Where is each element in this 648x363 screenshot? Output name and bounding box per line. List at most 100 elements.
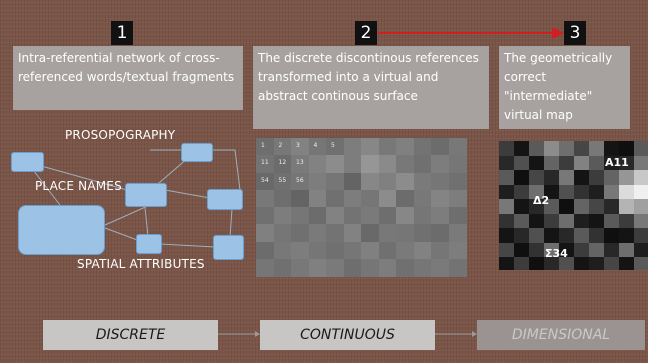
map-cell — [559, 257, 575, 270]
map-cell — [574, 242, 590, 258]
map-cell — [514, 155, 530, 171]
surface-cell — [308, 172, 327, 191]
map-cell — [499, 242, 515, 258]
grid-cell-label: 3 — [296, 142, 300, 149]
surface-cell — [448, 258, 467, 277]
map-cell — [559, 242, 575, 258]
surface-cell — [413, 241, 432, 260]
grid-cell-label: 55 — [278, 176, 287, 184]
map-cell — [544, 155, 560, 171]
map-cell — [514, 141, 530, 156]
map-cell — [574, 213, 590, 229]
surface-cell — [448, 155, 467, 173]
surface-cell — [378, 155, 397, 173]
map-cell — [529, 141, 545, 156]
map-cell — [619, 213, 635, 229]
surface-cell — [273, 172, 292, 191]
surface-cell — [256, 172, 274, 191]
surface-cell — [431, 258, 449, 277]
map-cell — [514, 199, 530, 214]
surface-cell — [431, 241, 449, 260]
network-node — [213, 235, 244, 260]
surface-cell — [431, 138, 449, 156]
grid-cell-label: 54 — [261, 176, 269, 184]
map-cell — [499, 257, 515, 270]
map-cell — [559, 170, 575, 185]
surface-cell — [448, 172, 467, 191]
map-cell — [514, 170, 530, 185]
map-cell — [619, 242, 635, 258]
map-cell — [529, 155, 545, 171]
surface-cell — [361, 138, 379, 156]
map-cell — [544, 184, 560, 200]
network-node — [136, 234, 162, 254]
map-cell — [574, 184, 590, 200]
surface-cell — [308, 224, 327, 242]
map-cell — [514, 228, 530, 243]
map-cell — [589, 228, 605, 243]
step-number-3: 3 — [564, 21, 586, 45]
surface-cell — [291, 155, 309, 173]
grid-cell-label: 4 — [313, 142, 318, 149]
surface-cell — [378, 172, 397, 191]
surface-cell — [378, 207, 397, 225]
map-cell — [589, 242, 605, 258]
map-cell — [514, 242, 530, 258]
map-cell — [499, 213, 515, 229]
map-cell — [619, 155, 635, 171]
surface-cell — [273, 189, 292, 208]
map-cell — [634, 170, 648, 185]
map-cell — [559, 184, 575, 200]
map-label-sigma34: Σ34 — [545, 247, 568, 260]
surface-cell — [448, 241, 467, 260]
map-cell — [589, 141, 605, 156]
map-cell — [634, 184, 648, 200]
map-cell — [514, 213, 530, 229]
surface-cell — [256, 224, 274, 242]
spatial-attributes-label: SPATIAL ATTRIBUTES — [77, 257, 205, 271]
surface-cell — [326, 189, 344, 208]
surface-cell — [396, 241, 414, 260]
map-cell — [619, 257, 635, 270]
map-cell — [514, 184, 530, 200]
surface-cell — [448, 138, 467, 156]
map-cell — [604, 228, 620, 243]
surface-cell — [413, 155, 432, 173]
map-cell — [619, 141, 635, 156]
surface-cell — [361, 207, 379, 225]
surface-cell — [448, 207, 467, 225]
surface-cell — [256, 241, 274, 260]
surface-cell — [343, 155, 362, 173]
surface-cell — [308, 138, 327, 156]
surface-cell — [326, 224, 344, 242]
continuous-tag: CONTINUOUS — [260, 320, 435, 350]
surface-cell — [343, 138, 362, 156]
step-number-2: 2 — [355, 21, 377, 45]
map-cell — [529, 228, 545, 243]
grid-cell-label: 12 — [278, 159, 287, 167]
surface-cell — [413, 224, 432, 242]
map-cell — [604, 213, 620, 229]
map-cell — [589, 213, 605, 229]
surface-cell — [396, 138, 414, 156]
map-cell — [529, 170, 545, 185]
surface-cell — [308, 155, 327, 173]
surface-cell — [273, 224, 292, 242]
map-cell — [544, 141, 560, 156]
discrete-tag: DISCRETE — [43, 320, 218, 350]
surface-cell — [291, 207, 309, 225]
grid-cell-label: 13 — [296, 159, 304, 167]
map-cell — [529, 184, 545, 200]
map-cell — [589, 184, 605, 200]
map-cell — [574, 228, 590, 243]
surface-cell — [361, 155, 379, 173]
map-cell — [559, 199, 575, 214]
step-number-1: 1 — [111, 21, 133, 45]
map-cell — [544, 213, 560, 229]
surface-cell — [256, 189, 274, 208]
surface-cell — [343, 207, 362, 225]
surface-cell — [378, 241, 397, 260]
map-cell — [604, 170, 620, 185]
map-cell — [544, 228, 560, 243]
